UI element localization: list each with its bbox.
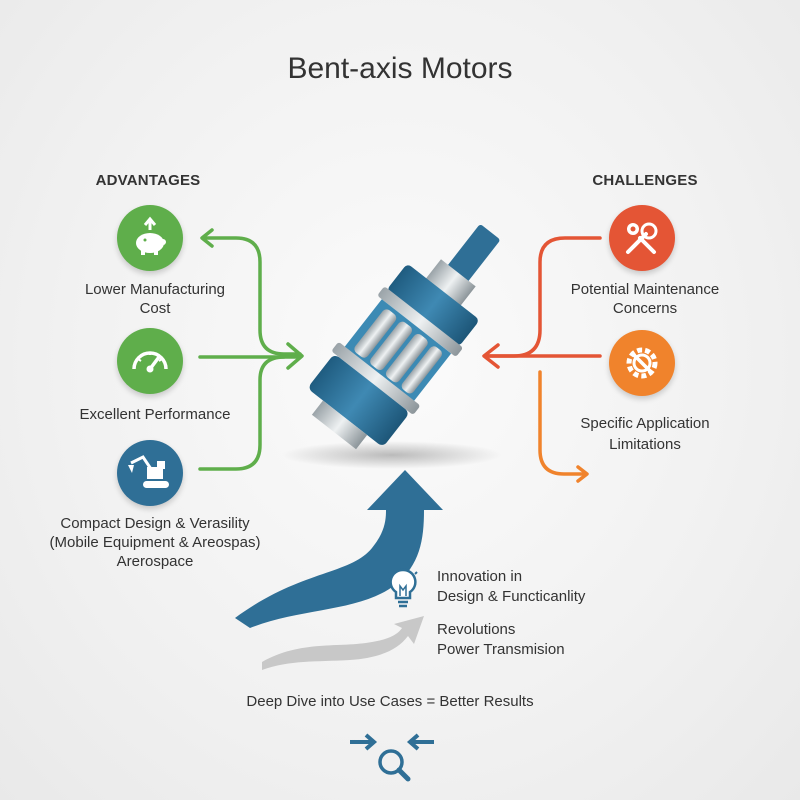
advantage-label-performance: Excellent Performance: [79, 406, 231, 423]
innovation-caption: Innovation in Design & Functicanlity: [437, 568, 586, 605]
challenges-heading: CHALLENGES: [592, 172, 698, 189]
challenges-connector-arrows: [482, 236, 602, 483]
advantage-label-cost: Lower Manufacturing Cost: [84, 281, 226, 317]
footer-text: Deep Dive into Use Cases = Better Result…: [246, 693, 534, 710]
motor-illustration: [282, 225, 502, 469]
excavator-icon: [117, 440, 183, 506]
revolutions-caption: Revolutions Power Transmision: [437, 621, 565, 658]
page-title: Bent-axis Motors: [287, 52, 513, 85]
piggy-bank-icon: [117, 205, 183, 271]
restricted-gear-icon: [609, 330, 675, 396]
gauge-icon: [117, 328, 183, 394]
advantage-label-compact: Compact Design & Verasility (Mobile Equi…: [49, 515, 261, 570]
advantages-heading: ADVANTAGES: [95, 172, 201, 189]
innovation-arrow: [235, 470, 443, 628]
magnifier-icon: [342, 726, 442, 791]
revolutions-arrow: [262, 616, 424, 670]
wrench-gear-icon: [609, 205, 675, 271]
challenge-label-limitations: Specific Application Limitations: [580, 415, 710, 453]
lightbulb-icon: [386, 566, 420, 621]
advantages-connector-arrows: [198, 228, 304, 471]
challenge-label-maintenance: Potential Maintenance Concerns: [570, 281, 720, 317]
